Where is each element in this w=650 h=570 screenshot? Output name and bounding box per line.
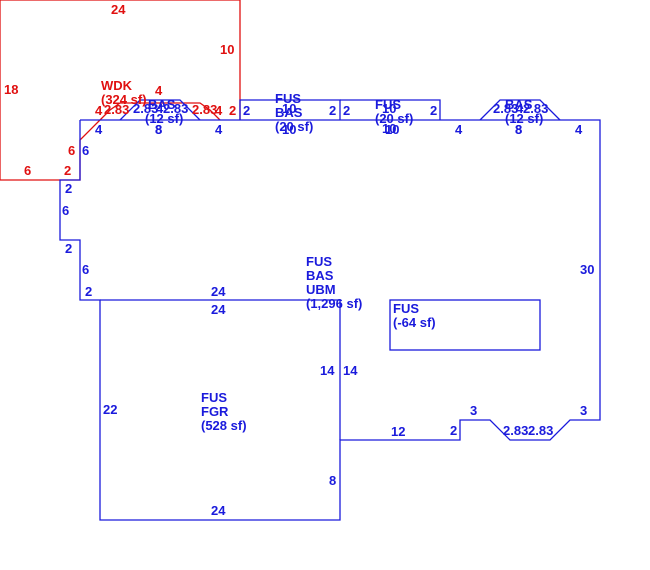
bump-middle-dim-side-b: 2: [329, 103, 336, 118]
deck-dim-inner-left: 6: [68, 143, 75, 158]
main-dim-left-low: 6: [82, 262, 89, 277]
opening-rect: [389, 299, 541, 351]
bump-middle-dim-top: 10: [282, 101, 296, 116]
bay-left-dim-diag-b: 2.83: [163, 101, 188, 116]
bump-right-dim-side-b: 2: [430, 103, 437, 118]
bump-middle-dim-bottom: 10: [282, 122, 296, 137]
opening-code: FUS: [393, 301, 419, 316]
deck-dim-step-b: 4: [95, 103, 103, 118]
main-dim-top-a: 4: [95, 122, 103, 137]
main-dim-left-jog-a: 2: [65, 181, 72, 196]
deck-dim-step-c: 4: [215, 103, 223, 118]
bay-left-outline: [119, 99, 201, 121]
main-dim-top-e: 4: [455, 122, 463, 137]
garage-code-2: FGR: [201, 404, 229, 419]
main-house-outline: [59, 119, 601, 521]
garage-divider: [100, 299, 341, 440]
opening-area: (-64 sf): [393, 315, 436, 330]
deck-dim-top: 24: [111, 2, 126, 17]
garage-dim-right-low: 8: [329, 473, 336, 488]
bump-middle-code-2: BAS: [275, 105, 303, 120]
main-dim-garage-top-outer: 24: [211, 284, 226, 299]
garage-dim-right: 14: [343, 363, 358, 378]
main-area: (1,296 sf): [306, 296, 362, 311]
bump-right-outline: [340, 99, 441, 120]
main-dim-bay-side-b: 3: [580, 403, 587, 418]
bay-right-area: (12 sf): [505, 111, 543, 126]
main-dim-bay-diag-b: 2.83: [528, 423, 553, 438]
bump-right-code: FUS: [375, 97, 401, 112]
main-dim-left-mid: 6: [62, 203, 69, 218]
deck-dim-step-a: 4: [155, 83, 163, 98]
deck-area: (324 sf): [101, 92, 147, 107]
deck-dim-step-d: 2: [229, 103, 236, 118]
deck-bay-diagonal: [99, 102, 221, 121]
main-code-1: FUS: [306, 254, 332, 269]
bump-right-dim-top: 10: [382, 101, 396, 116]
deck-dim-left: 18: [4, 82, 18, 97]
bay-left-code: BAS: [148, 97, 176, 112]
main-dim-top-f: 8: [515, 122, 522, 137]
main-dim-top-g: 4: [575, 122, 583, 137]
main-dim-top-c: 4: [215, 122, 223, 137]
deck-dim-bottom-short: 2: [64, 163, 71, 178]
deck-dim-bottom: 6: [24, 163, 31, 178]
deck-dim-bay-left: 2.83: [104, 102, 129, 117]
bay-left-area: (12 sf): [145, 111, 183, 126]
garage-dim-top: 24: [211, 302, 226, 317]
bay-right-code: BAS: [505, 97, 533, 112]
main-dim-garage-shared: 14: [320, 363, 335, 378]
main-dim-top-b: 8: [155, 122, 162, 137]
main-dim-left-jog-c: 2: [85, 284, 92, 299]
main-dim-right: 30: [580, 262, 594, 277]
bump-right-dim-side-a: 2: [343, 103, 350, 118]
main-dim-bottom-jog: 2: [450, 423, 457, 438]
bump-middle-outline: [239, 99, 341, 120]
main-code-3: UBM: [306, 282, 336, 297]
bay-right-dim-bottom: 8: [515, 122, 522, 137]
main-dim-left-top: 6: [82, 143, 89, 158]
bay-right-dim-diag-a: 2.83: [493, 101, 518, 116]
garage-dim-left: 22: [103, 402, 117, 417]
bay-left-dim-bottom: 8: [155, 122, 162, 137]
bump-middle-area: (20 sf): [275, 119, 313, 134]
garage-code-1: FUS: [201, 390, 227, 405]
main-dim-bottom-run: 12: [391, 424, 405, 439]
main-dim-top-d: 10: [385, 122, 399, 137]
deck-dim-bay-right: 2.83: [192, 102, 217, 117]
main-dim-bay-diag-a: 2.83: [503, 423, 528, 438]
bay-left-dim-diag-a: 2.83: [133, 101, 158, 116]
main-dim-bay-side-a: 3: [470, 403, 477, 418]
bay-right-dim-top: 4: [516, 101, 524, 116]
bay-right-dim-diag-b: 2.83: [523, 101, 548, 116]
main-dim-left-jog-b: 2: [65, 241, 72, 256]
bump-middle-code-1: FUS: [275, 91, 301, 106]
deck-code: WDK: [101, 78, 133, 93]
bump-middle-dim-side-a: 2: [243, 103, 250, 118]
bump-right-dim-bottom: 10: [382, 121, 396, 136]
garage-area: (528 sf): [201, 418, 247, 433]
garage-dim-bottom: 24: [211, 503, 226, 518]
deck-dim-right: 10: [220, 42, 234, 57]
bay-right-outline: [479, 99, 561, 121]
bump-right-area: (20 sf): [375, 111, 413, 126]
bay-left-dim-top: 4: [156, 101, 164, 116]
main-code-2: BAS: [306, 268, 334, 283]
